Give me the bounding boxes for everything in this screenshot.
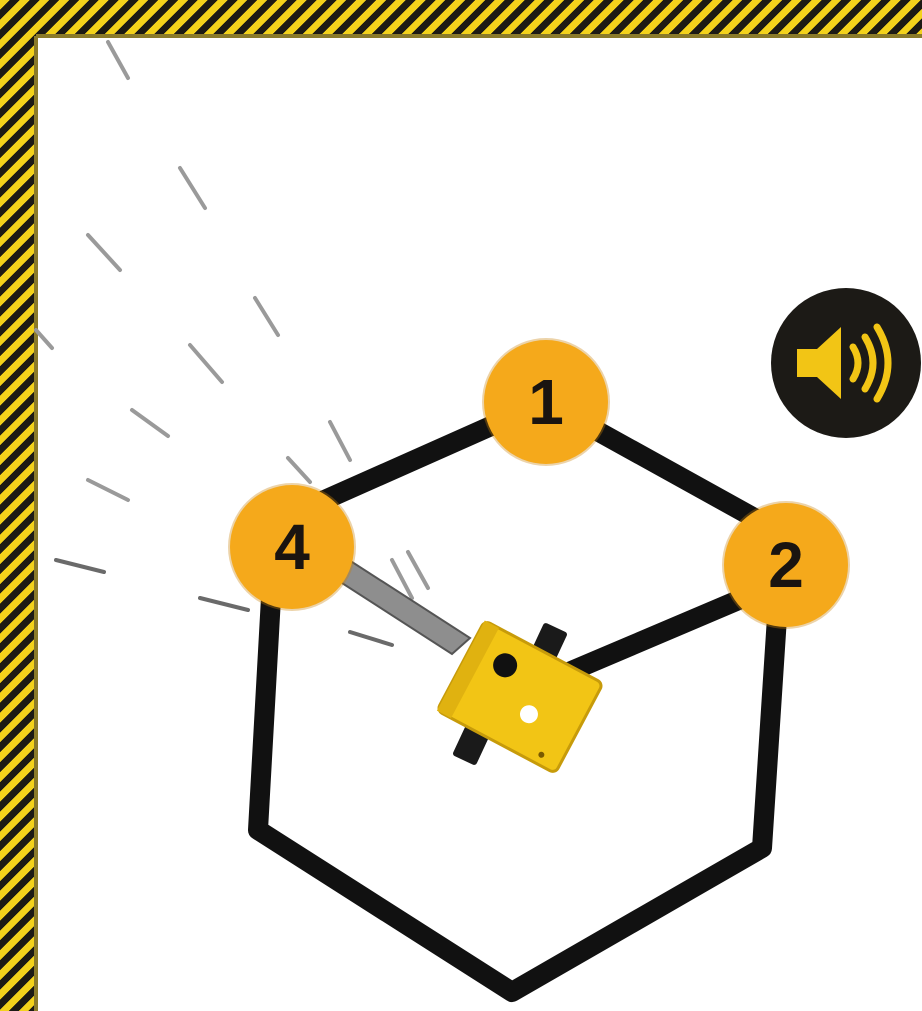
sound-button[interactable] — [771, 288, 921, 438]
waypoint-4: 4 — [230, 485, 354, 609]
speaker-volume-icon — [791, 313, 901, 413]
waypoint-2: 2 — [724, 503, 848, 627]
waypoint-label: 1 — [528, 370, 564, 434]
waypoint-label: 2 — [768, 533, 804, 597]
waypoint-1: 1 — [484, 340, 608, 464]
waypoint-label: 4 — [274, 515, 310, 579]
